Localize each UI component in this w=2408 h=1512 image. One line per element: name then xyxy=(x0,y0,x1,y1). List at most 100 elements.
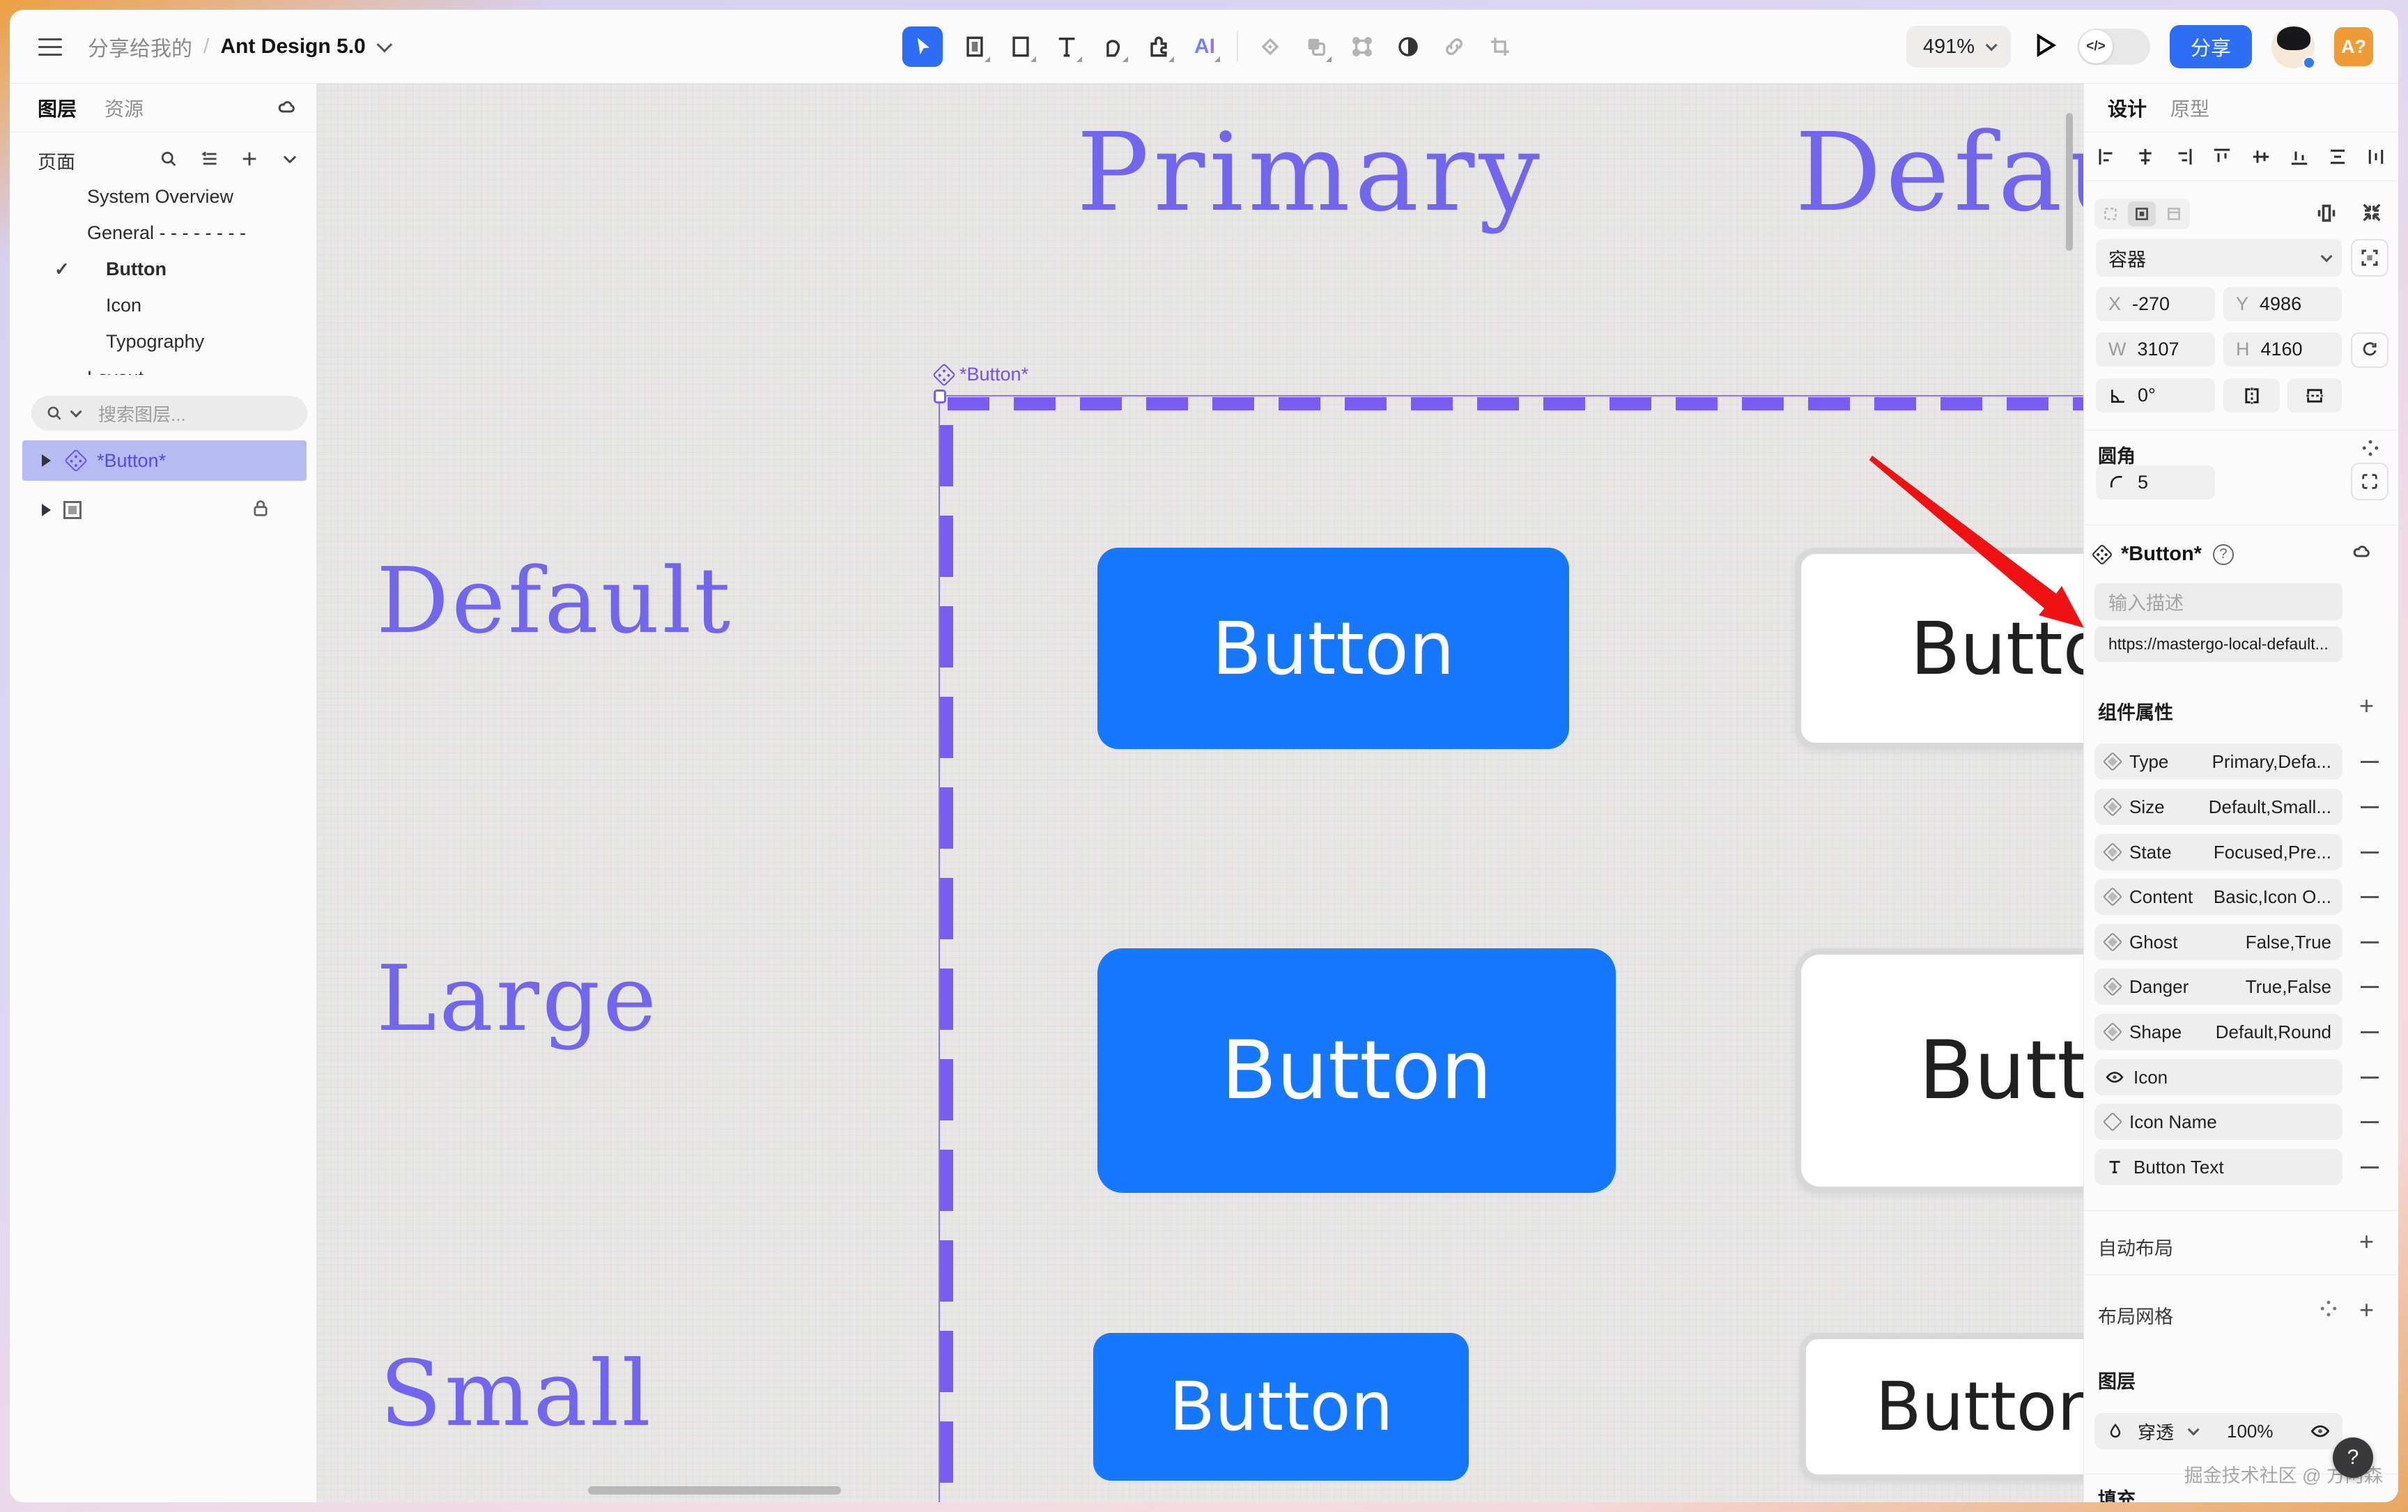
flip-horizontal-button[interactable] xyxy=(2223,378,2280,412)
row-label-default[interactable]: Default xyxy=(376,548,734,654)
grid-options-dots-icon[interactable] xyxy=(2318,1298,2339,1322)
plugin-tool-button[interactable] xyxy=(1145,33,1174,62)
constraint-fixed-icon[interactable] xyxy=(2128,201,2156,226)
expand-arrow-icon[interactable] xyxy=(42,504,51,516)
corner-radius-field[interactable]: 5 xyxy=(2096,465,2215,500)
frame-target-button[interactable] xyxy=(2351,239,2388,277)
prop-row-icon-name[interactable]: Icon Name xyxy=(2094,1104,2343,1140)
align-v-center-icon[interactable] xyxy=(2251,146,2271,171)
breadcrumb-folder[interactable]: 分享给我的 xyxy=(88,38,192,61)
remove-prop-icon[interactable] xyxy=(2361,1077,2379,1079)
page-item-current[interactable]: ✓Button xyxy=(54,258,167,279)
ai-tool-button[interactable]: AI xyxy=(1191,33,1220,62)
search-icon[interactable] xyxy=(159,149,178,172)
help-icon[interactable]: ? xyxy=(2212,543,2234,565)
align-h-center-icon[interactable] xyxy=(2135,146,2156,171)
prop-row-icon[interactable]: Icon xyxy=(2094,1059,2343,1095)
remove-prop-icon[interactable] xyxy=(2361,851,2379,854)
prop-row-button-text[interactable]: Button Text xyxy=(2094,1149,2343,1185)
canvas-button-default-default[interactable]: Button xyxy=(1795,548,2083,749)
lock-icon[interactable] xyxy=(251,499,270,522)
remove-prop-icon[interactable] xyxy=(2361,986,2379,988)
layer-search-input[interactable]: 搜索图层... xyxy=(31,396,307,431)
align-right-icon[interactable] xyxy=(2173,146,2194,171)
rectangle-tool-button[interactable] xyxy=(1007,33,1036,62)
distribute-vertical-icon[interactable] xyxy=(2327,146,2348,171)
selected-component-label[interactable]: *Button* xyxy=(932,362,1028,387)
boolean-tool-button[interactable] xyxy=(1302,33,1332,62)
collapse-pages-icon[interactable] xyxy=(280,149,300,172)
crop-tool-button[interactable] xyxy=(1486,33,1514,61)
remove-prop-icon[interactable] xyxy=(2361,1031,2379,1033)
selection-corner-handle[interactable] xyxy=(934,389,946,403)
component-url-field[interactable]: https://mastergo-local-default... xyxy=(2094,626,2343,662)
remove-prop-icon[interactable] xyxy=(2361,1166,2379,1168)
component-tool-button[interactable] xyxy=(1256,33,1284,61)
mask-tool-button[interactable] xyxy=(1394,33,1422,61)
rotation-field[interactable]: 0° xyxy=(2096,378,2215,412)
padding-icon[interactable] xyxy=(2314,201,2339,229)
canvas-horizontal-scrollbar[interactable] xyxy=(588,1486,841,1495)
tab-assets[interactable]: 资源 xyxy=(105,98,144,120)
x-position-field[interactable]: X-270 xyxy=(2096,287,2215,321)
collapse-panel-icon[interactable] xyxy=(2360,201,2384,228)
text-tool-button[interactable] xyxy=(1053,33,1082,62)
design-canvas[interactable]: Primary Default Default Large Small *But… xyxy=(317,84,2083,1502)
align-left-icon[interactable] xyxy=(2097,146,2117,171)
add-auto-layout-icon[interactable]: + xyxy=(2359,1227,2375,1256)
distribute-horizontal-icon[interactable] xyxy=(2365,146,2386,171)
dev-mode-toggle[interactable]: </> xyxy=(2077,29,2150,65)
page-list-icon[interactable] xyxy=(199,149,219,172)
row-label-small[interactable]: Small xyxy=(380,1341,654,1447)
constraint-free-icon[interactable] xyxy=(2097,201,2124,226)
share-button[interactable]: 分享 xyxy=(2169,25,2252,68)
frame-tool-button[interactable] xyxy=(961,33,990,62)
independent-corners-dots-icon[interactable] xyxy=(2360,438,2381,462)
remove-prop-icon[interactable] xyxy=(2361,941,2379,943)
component-description-input[interactable]: 输入描述 xyxy=(2094,583,2343,620)
canvas-heading-primary[interactable]: Primary xyxy=(1076,109,1545,236)
avatar[interactable] xyxy=(2271,25,2316,70)
canvas-heading-default[interactable]: Default xyxy=(1795,109,2083,236)
tab-layers[interactable]: 图层 xyxy=(38,98,77,120)
canvas-button-primary-default[interactable]: Button xyxy=(1097,548,1569,749)
page-item[interactable]: Layout - - - - - - - - xyxy=(10,360,316,376)
container-type-select[interactable]: 容器 xyxy=(2096,239,2342,277)
row-label-large[interactable]: Large xyxy=(376,946,660,1051)
main-menu-icon[interactable] xyxy=(36,10,64,84)
layer-item-frame[interactable] xyxy=(22,491,307,530)
page-item[interactable]: Icon xyxy=(106,294,142,316)
tab-design[interactable]: 设计 xyxy=(2108,98,2147,120)
canvas-vertical-scrollbar[interactable] xyxy=(2066,113,2073,251)
vector-edit-tool-button[interactable] xyxy=(1348,33,1376,61)
ai-help-badge[interactable]: A? xyxy=(2334,27,2373,66)
pen-tool-button[interactable] xyxy=(1099,33,1128,62)
constraint-hug-icon[interactable] xyxy=(2160,201,2188,226)
remove-prop-icon[interactable] xyxy=(2361,896,2379,898)
library-cloud-icon[interactable] xyxy=(276,98,297,122)
remove-prop-icon[interactable] xyxy=(2361,806,2379,808)
chevron-down-icon[interactable] xyxy=(70,406,82,418)
present-play-button[interactable] xyxy=(2030,31,2058,63)
move-tool-button[interactable] xyxy=(902,26,944,68)
page-item[interactable]: Typography xyxy=(106,330,205,352)
chevron-down-icon[interactable] xyxy=(376,36,392,53)
page-item[interactable]: General - - - - - - - - xyxy=(87,222,246,243)
canvas-button-primary-large[interactable]: Button xyxy=(1097,948,1616,1193)
document-title[interactable]: Ant Design 5.0 xyxy=(220,35,366,58)
publish-cloud-icon[interactable] xyxy=(2351,542,2372,566)
layer-item-button-selected[interactable]: *Button* xyxy=(22,440,307,481)
corner-radius-per-corner-button[interactable] xyxy=(2351,463,2388,500)
help-button[interactable]: ? xyxy=(2333,1437,2373,1478)
add-page-icon[interactable] xyxy=(240,149,259,172)
align-bottom-icon[interactable] xyxy=(2289,146,2310,171)
link-tool-button[interactable] xyxy=(1440,33,1468,61)
remove-prop-icon[interactable] xyxy=(2361,761,2379,763)
blend-mode-row[interactable]: 穿透 100% xyxy=(2094,1413,2343,1449)
